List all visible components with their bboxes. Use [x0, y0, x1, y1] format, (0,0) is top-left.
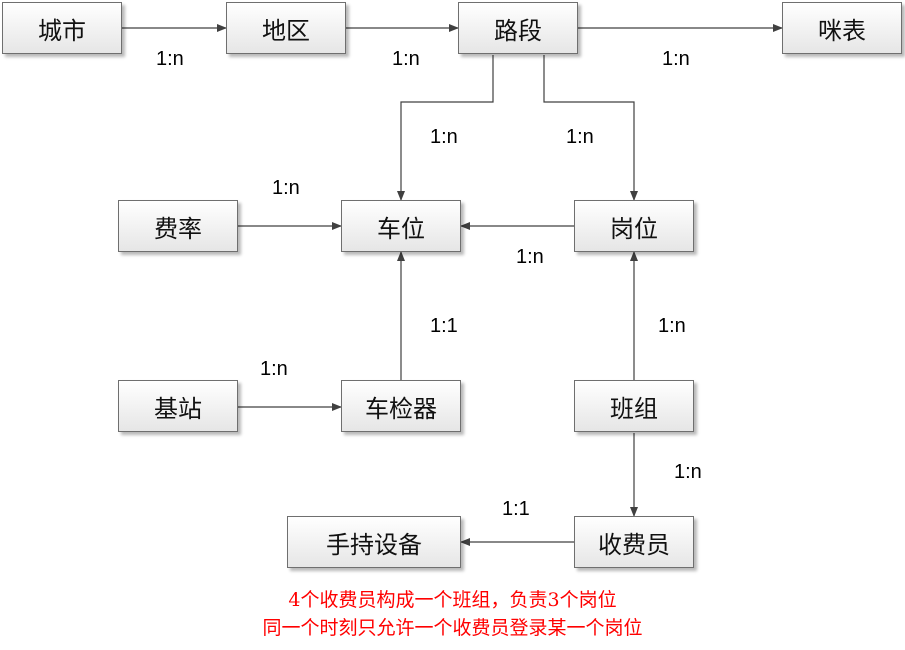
label-detector-space: 1:1	[430, 315, 458, 337]
label-district-road: 1:n	[392, 48, 420, 70]
label-team-post: 1:n	[658, 315, 686, 337]
label-rate-space: 1:n	[272, 177, 300, 199]
node-rate: 费率	[118, 200, 238, 252]
node-handheld-device: 手持设备	[287, 516, 461, 568]
label-city-district: 1:n	[156, 48, 184, 70]
node-road: 路段	[458, 2, 578, 54]
label-collector-handheld: 1:1	[502, 498, 530, 520]
node-toll-collector: 收费员	[574, 516, 694, 568]
node-team: 班组	[574, 380, 694, 432]
node-post: 岗位	[574, 200, 694, 252]
node-parking-space: 车位	[341, 200, 461, 252]
node-district: 地区	[226, 2, 346, 54]
node-meter: 咪表	[782, 2, 902, 54]
label-road-meter: 1:n	[662, 48, 690, 70]
note-line-1: 4个收费员构成一个班组，负责3个岗位	[288, 589, 617, 611]
label-base-detector: 1:n	[260, 358, 288, 380]
note-line-2: 同一个时刻只允许一个收费员登录某一个岗位	[262, 617, 643, 639]
arrow-road-space	[397, 55, 494, 201]
label-post-space: 1:n	[516, 246, 544, 268]
label-team-collector: 1:n	[674, 461, 702, 483]
label-road-space: 1:n	[430, 126, 458, 148]
node-base-station: 基站	[118, 380, 238, 432]
node-city: 城市	[2, 2, 122, 54]
node-vehicle-detector: 车检器	[341, 380, 461, 432]
label-road-post: 1:n	[566, 126, 594, 148]
arrow-road-post	[543, 55, 638, 201]
